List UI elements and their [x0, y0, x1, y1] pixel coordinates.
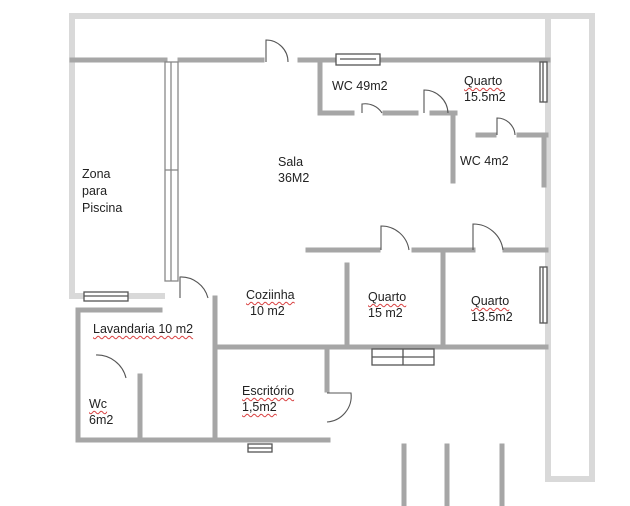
- room-label-cozinha: Coziinha: [246, 288, 295, 302]
- room-label-wc-49m2: WC 49m2: [332, 79, 388, 93]
- room-label-piscina-line1: Zona: [82, 167, 111, 181]
- room-area-wc-6m2: 6m2: [89, 413, 114, 427]
- room-label-sala: Sala: [278, 155, 304, 169]
- door-swings: [95, 39, 516, 423]
- room-label-quarto-right: Quarto: [471, 294, 510, 308]
- windows: [83, 53, 548, 453]
- room-label-escritorio: Escritório: [242, 384, 295, 398]
- interior-walls: [69, 57, 551, 506]
- room-label-lavandaria: Lavandaria 10 m2: [93, 322, 194, 336]
- room-label-quarto-middle: Quarto: [368, 290, 407, 304]
- room-area-sala: 36M2: [278, 171, 310, 185]
- room-label-quarto-top-right: Quarto: [464, 74, 503, 88]
- room-label-wc-6m2: Wc: [89, 397, 108, 411]
- room-area-escritorio: 1,5m2: [242, 400, 277, 414]
- outer-frame: [69, 13, 595, 482]
- room-area-quarto-right: 13.5m2: [471, 310, 513, 324]
- room-label-wc-4m2: WC 4m2: [460, 154, 509, 168]
- room-area-quarto-middle: 15 m2: [368, 306, 403, 320]
- room-area-cozinha: 10 m2: [250, 304, 285, 318]
- room-area-quarto-top-right: 15.5m2: [464, 90, 506, 104]
- sliding-glass-wall: [164, 61, 179, 282]
- room-label-piscina-line2: para: [82, 184, 108, 198]
- room-label-piscina-line3: Piscina: [82, 201, 123, 215]
